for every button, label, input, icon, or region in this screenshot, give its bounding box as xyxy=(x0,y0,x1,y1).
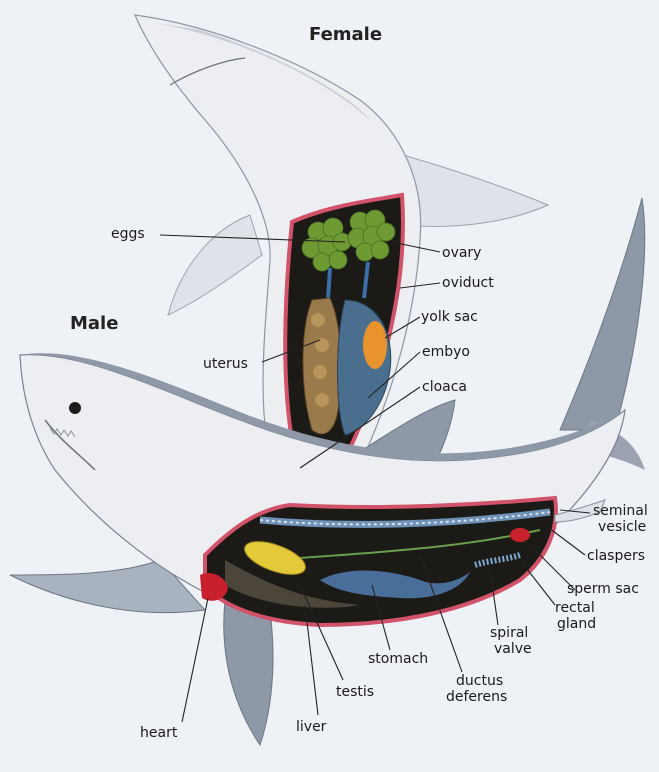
male-shark xyxy=(9,197,646,747)
male-tail-upper xyxy=(559,197,646,431)
claspers-shape xyxy=(554,499,606,523)
heart-shape xyxy=(200,573,228,601)
sperm-sac-shape xyxy=(510,528,530,542)
female-mouth xyxy=(169,57,246,86)
label-uterus: uterus xyxy=(203,356,248,372)
label-spiral-valve-line2: valve xyxy=(494,641,532,657)
male-title: Male xyxy=(70,313,119,334)
label-sperm-sac: sperm sac xyxy=(567,581,639,597)
label-seminal-vesicle-line2: vesicle xyxy=(598,519,647,535)
label-cloaca: cloaca xyxy=(422,379,468,395)
female-shark xyxy=(134,14,550,486)
testis-shape xyxy=(244,541,306,575)
label-oviduct: oviduct xyxy=(442,275,494,291)
male-back-shading xyxy=(20,353,625,461)
label-ductus-deferens-line1: ductus xyxy=(456,673,504,689)
spine-band xyxy=(259,508,551,528)
label-eggs: eggs xyxy=(111,226,145,242)
label-yolk-sac: yolk sac xyxy=(421,309,478,325)
label-ductus-deferens-line2: deferens xyxy=(446,689,508,705)
label-seminal-vesicle-line1: seminal xyxy=(593,503,648,519)
yolk-sac-shape xyxy=(363,321,387,369)
label-embyo: embyo xyxy=(422,344,470,360)
label-spiral-valve-line1: spiral xyxy=(490,625,529,641)
label-ovary: ovary xyxy=(442,245,482,261)
label-rectal-gland-line1: rectal xyxy=(555,600,595,616)
male-eye xyxy=(69,402,81,414)
leader-lines xyxy=(159,234,591,723)
label-heart: heart xyxy=(140,725,178,741)
female-left-pectoral-fin xyxy=(167,214,263,316)
label-rectal-gland-line2: gland xyxy=(557,616,597,632)
label-liver: liver xyxy=(296,719,327,735)
male-pectoral-fin xyxy=(9,559,207,614)
label-stomach: stomach xyxy=(368,651,429,667)
female-title: Female xyxy=(309,24,383,45)
male-mouth xyxy=(44,419,96,471)
label-testis: testis xyxy=(336,684,375,700)
liver-shape xyxy=(225,560,360,608)
male-pelvic-fin xyxy=(223,599,274,747)
label-claspers: claspers xyxy=(587,548,646,564)
female-right-pectoral-fin xyxy=(384,149,550,227)
